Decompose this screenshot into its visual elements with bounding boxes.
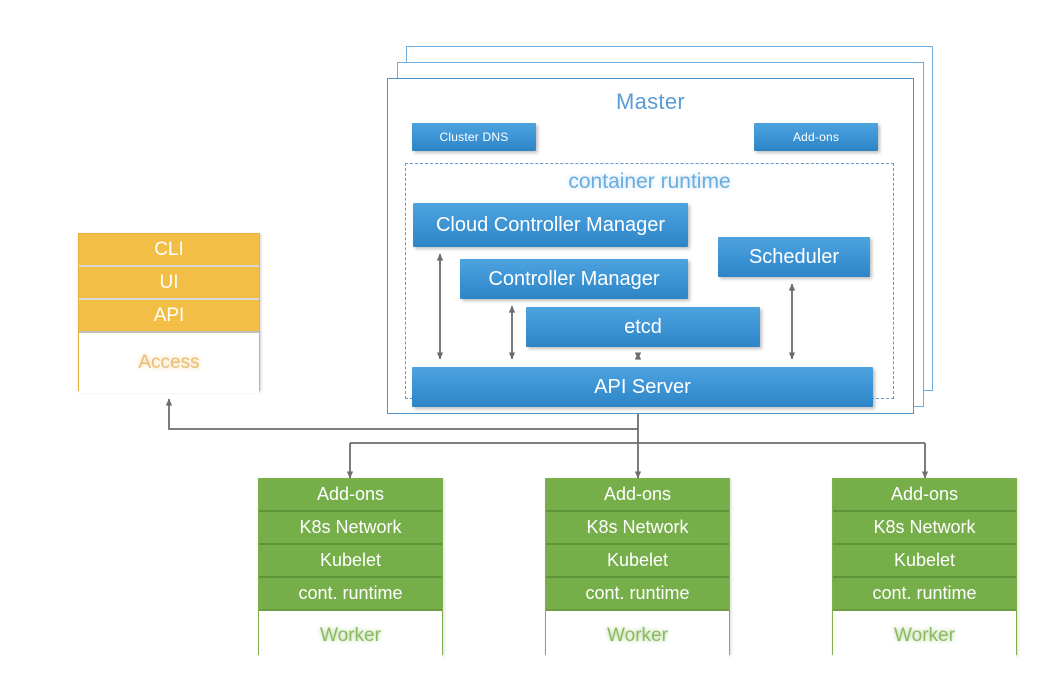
worker-1-label-text: Worker xyxy=(320,625,381,646)
worker-1-network-label: K8s Network xyxy=(299,517,402,537)
access-label-text: Access xyxy=(138,352,200,373)
access-panel-label: Access xyxy=(79,333,259,393)
worker-2-runtime-label: cont. runtime xyxy=(585,583,690,603)
controller-manager-box[interactable]: Controller Manager xyxy=(460,259,688,299)
worker-1-kubelet-label: Kubelet xyxy=(319,550,382,570)
access-row-ui-label: UI xyxy=(159,271,179,293)
etcd-label: etcd xyxy=(624,315,662,338)
worker-1-addons-label: Add-ons xyxy=(316,484,385,504)
master-title: Master xyxy=(615,89,686,114)
worker-3-label: Worker xyxy=(833,611,1016,661)
worker-3-label-text: Worker xyxy=(894,625,955,646)
worker-node-1[interactable]: Add-ons K8s Network Kubelet cont. runtim… xyxy=(258,478,443,661)
worker-2-addons-label: Add-ons xyxy=(603,484,672,504)
worker-2-label-text: Worker xyxy=(607,625,668,646)
worker-1-row-network[interactable]: K8s Network xyxy=(259,512,442,545)
worker-3-row-kubelet[interactable]: Kubelet xyxy=(833,545,1016,578)
wire-worker-bus xyxy=(346,442,929,479)
worker-1-runtime-label: cont. runtime xyxy=(298,583,403,603)
worker-3-network-label: K8s Network xyxy=(873,517,976,537)
access-row-cli[interactable]: CLI xyxy=(79,234,259,267)
worker-3-row-addons[interactable]: Add-ons xyxy=(833,479,1016,512)
access-row-api[interactable]: API xyxy=(79,300,259,333)
scheduler-label: Scheduler xyxy=(748,245,840,268)
cloud-controller-manager-label: Cloud Controller Manager xyxy=(435,213,665,236)
controller-manager-label: Controller Manager xyxy=(488,267,660,290)
worker-1-row-addons[interactable]: Add-ons xyxy=(259,479,442,512)
worker-1-row-runtime[interactable]: cont. runtime xyxy=(259,578,442,611)
access-panel[interactable]: CLI UI API Access xyxy=(78,233,260,393)
cloud-controller-manager-box[interactable]: Cloud Controller Manager xyxy=(413,203,688,247)
worker-1-row-kubelet[interactable]: Kubelet xyxy=(259,545,442,578)
scheduler-box[interactable]: Scheduler xyxy=(718,237,870,277)
worker-1-label: Worker xyxy=(259,611,442,661)
access-row-cli-label: CLI xyxy=(154,238,184,260)
worker-2-row-network[interactable]: K8s Network xyxy=(546,512,729,545)
worker-3-addons-label: Add-ons xyxy=(890,484,959,504)
api-server-box[interactable]: API Server xyxy=(412,367,873,407)
master-panel[interactable]: Master Cluster DNS Add-ons container run… xyxy=(387,78,914,414)
worker-2-row-kubelet[interactable]: Kubelet xyxy=(546,545,729,578)
api-server-label: API Server xyxy=(594,375,691,398)
access-row-api-label: API xyxy=(153,304,185,326)
worker-2-row-runtime[interactable]: cont. runtime xyxy=(546,578,729,611)
etcd-box[interactable]: etcd xyxy=(526,307,760,347)
worker-3-row-runtime[interactable]: cont. runtime xyxy=(833,578,1016,611)
worker-2-network-label: K8s Network xyxy=(586,517,689,537)
container-runtime-title: container runtime xyxy=(568,170,731,193)
worker-node-2[interactable]: Add-ons K8s Network Kubelet cont. runtim… xyxy=(545,478,730,661)
cluster-dns-label: Cluster DNS xyxy=(439,129,509,144)
access-row-ui[interactable]: UI xyxy=(79,267,259,300)
worker-node-3[interactable]: Add-ons K8s Network Kubelet cont. runtim… xyxy=(832,478,1017,661)
worker-2-label: Worker xyxy=(546,611,729,661)
worker-3-row-network[interactable]: K8s Network xyxy=(833,512,1016,545)
cluster-dns-box[interactable]: Cluster DNS xyxy=(412,123,536,151)
worker-3-kubelet-label: Kubelet xyxy=(893,550,956,570)
master-addons-box[interactable]: Add-ons xyxy=(754,123,878,151)
worker-2-row-addons[interactable]: Add-ons xyxy=(546,479,729,512)
master-addons-label: Add-ons xyxy=(792,129,840,144)
worker-3-runtime-label: cont. runtime xyxy=(872,583,977,603)
worker-2-kubelet-label: Kubelet xyxy=(606,550,669,570)
